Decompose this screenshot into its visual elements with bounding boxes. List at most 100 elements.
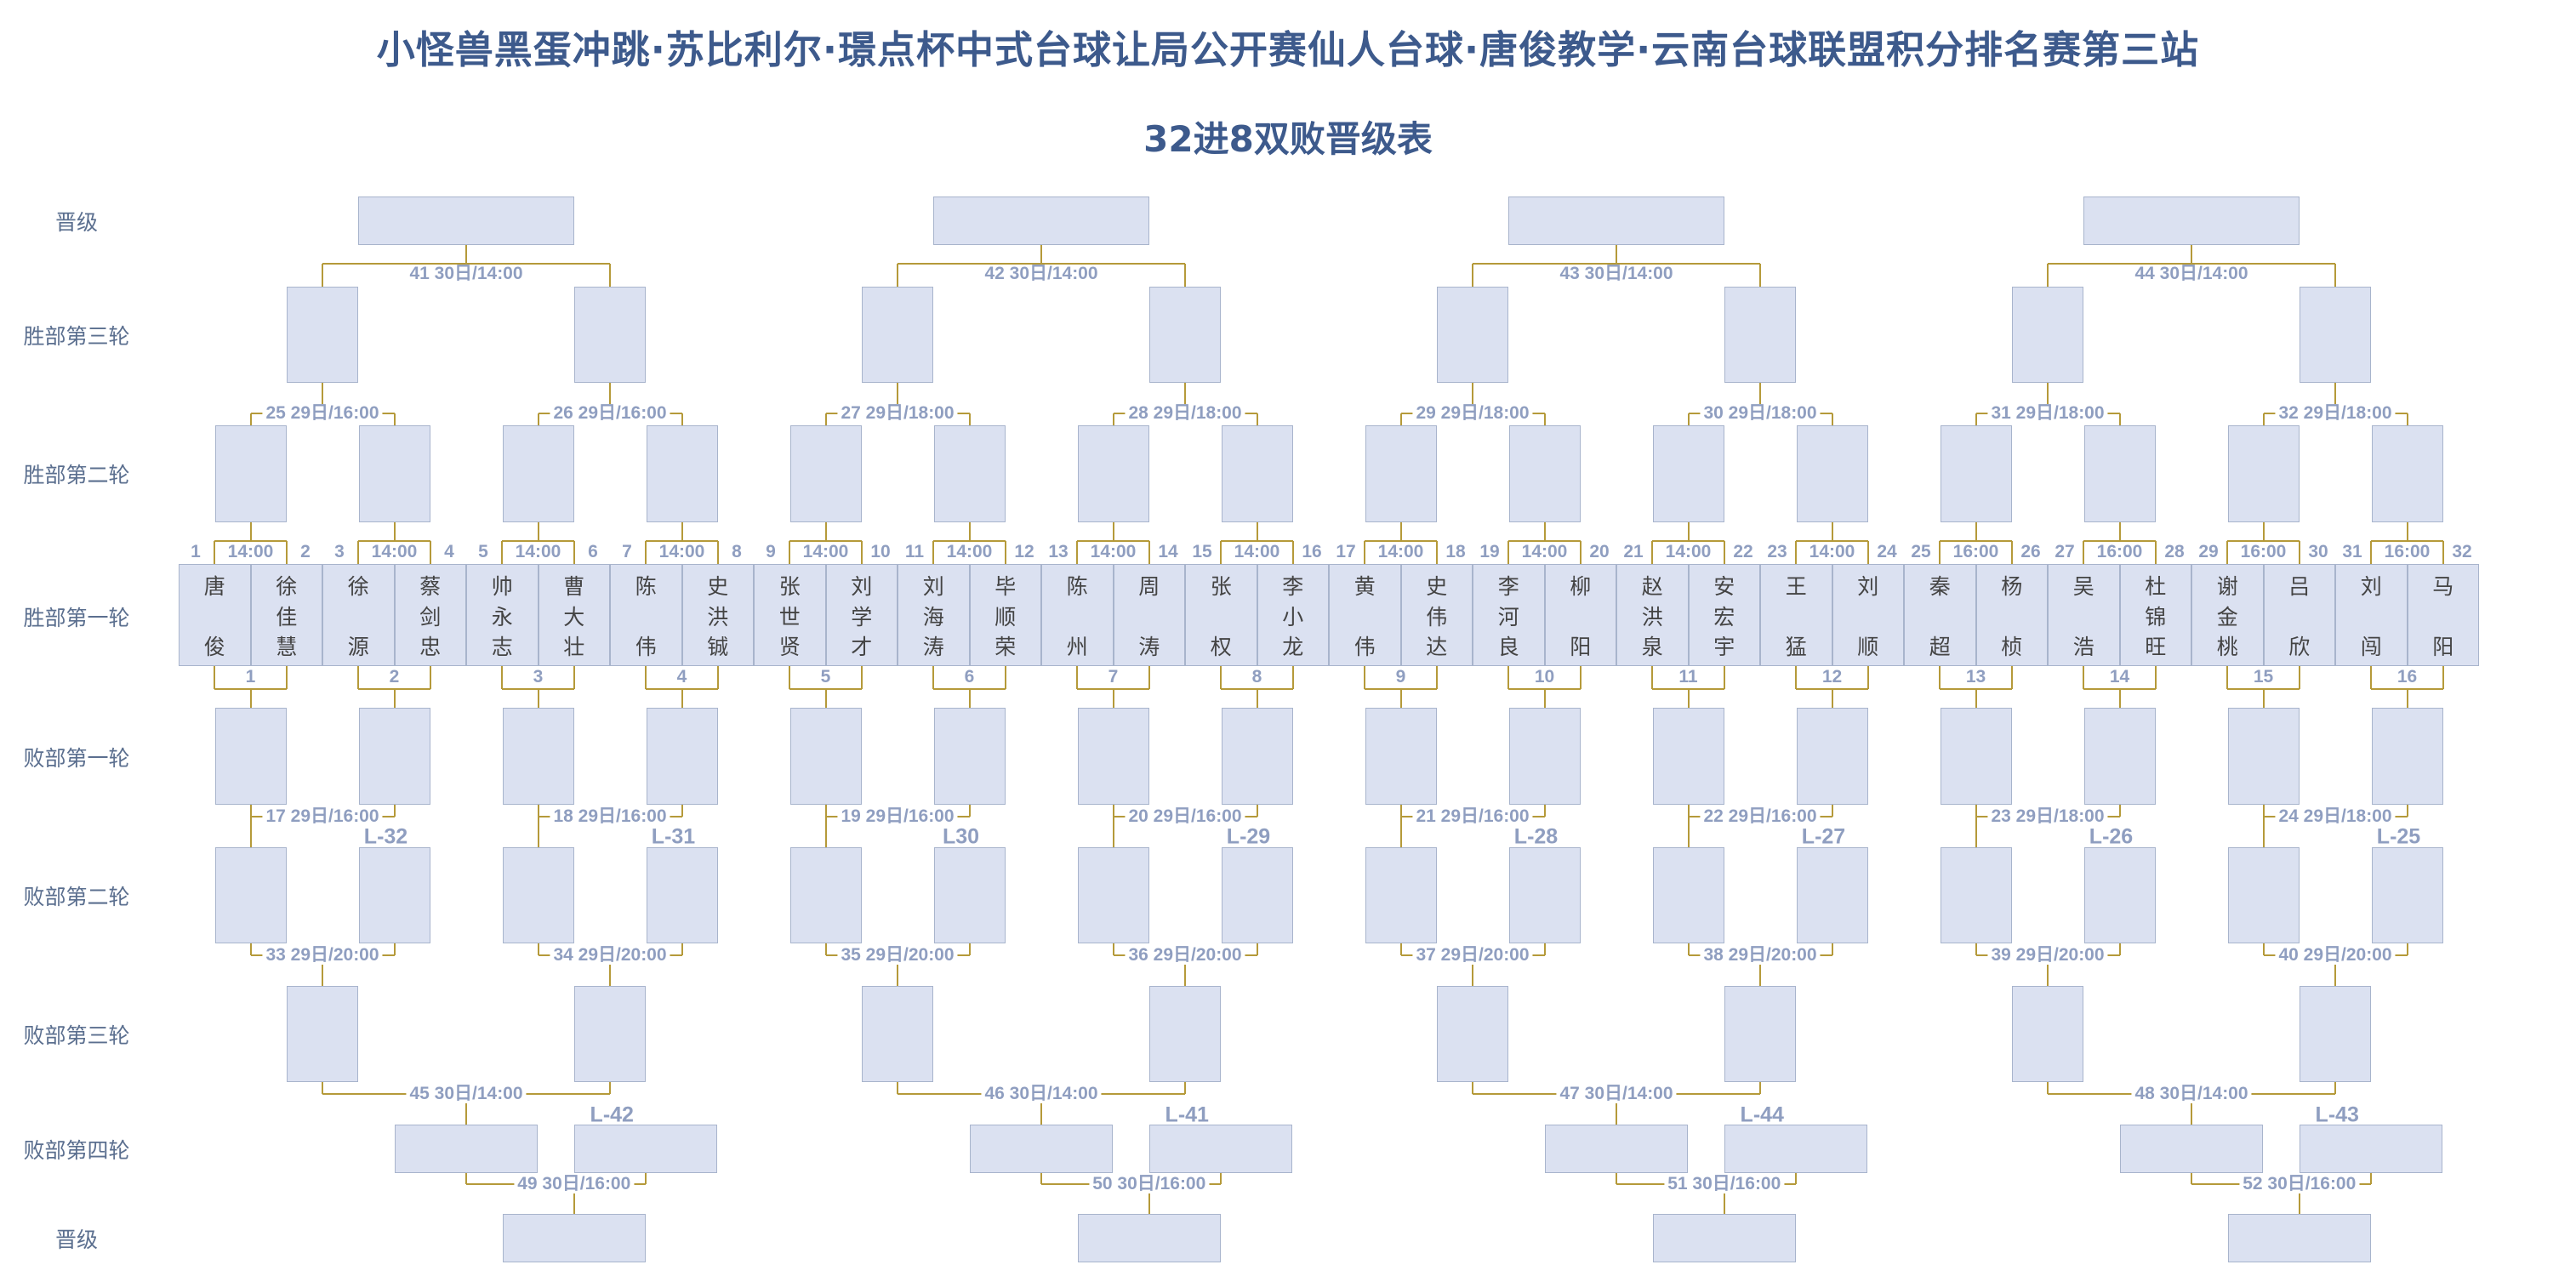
bracket-line bbox=[429, 666, 431, 689]
player-name-char: 欣 bbox=[2288, 635, 2311, 659]
bracket-line bbox=[681, 805, 683, 817]
bracket-line bbox=[1472, 264, 1473, 287]
player-name: 刘学才 bbox=[826, 574, 898, 659]
seed-number: 27 bbox=[2055, 542, 2075, 561]
seed-number: 29 bbox=[2198, 542, 2219, 561]
bracket-line bbox=[1256, 943, 1258, 955]
match-label: 16:00 bbox=[2380, 543, 2434, 561]
bracket-line bbox=[1040, 1173, 1042, 1184]
bracket-line bbox=[214, 666, 216, 689]
player-name: 曹大壮 bbox=[539, 574, 611, 659]
match-label: 44 30日/14:00 bbox=[2131, 265, 2252, 283]
bracket-line bbox=[2083, 541, 2085, 564]
player-name-char: 源 bbox=[347, 635, 369, 659]
bracket-line bbox=[1543, 413, 1546, 425]
match-label: 46 30日/14:00 bbox=[981, 1085, 1102, 1103]
bracket-line bbox=[1364, 541, 1366, 564]
lb-r2-drop-slot bbox=[358, 847, 430, 943]
seed-number: 1 bbox=[245, 667, 256, 686]
player-name-char: 州 bbox=[1066, 635, 1088, 659]
player-name-char: 小 bbox=[1282, 604, 1304, 629]
bracket-line bbox=[1256, 689, 1258, 708]
match-label: 40 29日/20:00 bbox=[2275, 946, 2396, 965]
player-name-char: 学 bbox=[851, 604, 873, 629]
bracket-line bbox=[1184, 955, 1186, 986]
player-name: 刘顺 bbox=[1832, 574, 1905, 659]
seed-number: 17 bbox=[1336, 542, 1356, 561]
bracket-line bbox=[357, 666, 360, 689]
bracket-line bbox=[1184, 264, 1186, 287]
player-name: 吴浩 bbox=[2048, 574, 2120, 659]
bracket-line bbox=[1435, 541, 1438, 564]
bracket-line bbox=[1543, 522, 1546, 541]
bracket-line bbox=[2048, 263, 2335, 265]
match-label: 14:00 bbox=[224, 543, 277, 561]
bracket-line bbox=[285, 666, 288, 689]
bracket-line bbox=[1256, 805, 1258, 817]
bracket-line bbox=[2047, 955, 2049, 986]
match-label: 33 29日/20:00 bbox=[262, 946, 383, 965]
player-name-char: 剑 bbox=[419, 604, 442, 629]
player-name-char: 王 bbox=[1785, 574, 1807, 599]
match-label: 14:00 bbox=[1518, 543, 1571, 561]
bracket-line bbox=[501, 541, 504, 564]
advance-slot bbox=[933, 197, 1149, 245]
bracket-line bbox=[824, 943, 827, 955]
bracket-line bbox=[1723, 541, 1725, 564]
bracket-line bbox=[2371, 540, 2443, 542]
bracket-line bbox=[2406, 689, 2408, 708]
player-name: 秦超 bbox=[1904, 574, 1976, 659]
player-name: 刘海涛 bbox=[898, 574, 970, 659]
lb-r2-slot bbox=[789, 847, 862, 943]
wb-r3-slot bbox=[574, 287, 646, 383]
player-slot bbox=[2119, 564, 2191, 666]
player-name-char: 桢 bbox=[2001, 635, 2023, 659]
match-label: 14:00 bbox=[368, 543, 421, 561]
bracket-line bbox=[2047, 383, 2049, 413]
bracket-line bbox=[537, 689, 539, 708]
lb-r3-slot bbox=[1724, 986, 1796, 1082]
player-name-char: 阳 bbox=[2432, 635, 2454, 659]
bracket-line bbox=[1148, 666, 1150, 689]
bracket-line bbox=[2154, 666, 2157, 689]
player-name-char: 锦 bbox=[2145, 604, 2167, 629]
bracket-line bbox=[1616, 1094, 1617, 1125]
player-name-char: 世 bbox=[778, 604, 801, 629]
bracket-line bbox=[2262, 689, 2265, 708]
bracket-line bbox=[1866, 541, 1869, 564]
player-name-char: 毕 bbox=[994, 574, 1017, 599]
seed-number: 10 bbox=[870, 542, 891, 561]
bracket-line bbox=[824, 689, 827, 708]
bracket-line bbox=[358, 540, 430, 542]
player-name: 帅永志 bbox=[466, 574, 539, 659]
player-name-char: 志 bbox=[491, 635, 513, 659]
bracket-line bbox=[933, 540, 1006, 542]
seed-number: 7 bbox=[1108, 667, 1119, 686]
player-slot bbox=[969, 564, 1041, 666]
bracket-line bbox=[214, 540, 287, 542]
player-name-char: 达 bbox=[1426, 635, 1448, 659]
seed-number: 3 bbox=[533, 667, 544, 686]
player-name-char: 壮 bbox=[563, 635, 585, 659]
bracket-line bbox=[249, 805, 252, 817]
seed-number: 12 bbox=[1821, 667, 1843, 686]
player-name: 安宏宇 bbox=[1689, 574, 1761, 659]
bracket-line bbox=[824, 522, 827, 541]
match-label: 49 30日/16:00 bbox=[514, 1175, 635, 1193]
player-name: 张世贤 bbox=[754, 574, 826, 659]
bracket-line bbox=[322, 955, 323, 986]
player-slot bbox=[2335, 564, 2408, 666]
bracket-line bbox=[1687, 413, 1690, 425]
seed-number: 2 bbox=[389, 667, 400, 686]
wb-r2-slot bbox=[1940, 425, 2012, 522]
lb-r1-slot bbox=[1077, 708, 1149, 805]
bracket-line bbox=[1723, 1184, 1725, 1214]
bracket-line bbox=[645, 1173, 647, 1184]
bracket-line bbox=[1076, 666, 1079, 689]
player-name-char: 洪 bbox=[1641, 604, 1663, 629]
bracket-line bbox=[357, 541, 360, 564]
bracket-line bbox=[2334, 1082, 2336, 1094]
player-name: 刘闯 bbox=[2335, 574, 2408, 659]
advance-slot bbox=[2083, 197, 2300, 245]
bracket-line bbox=[968, 413, 971, 425]
